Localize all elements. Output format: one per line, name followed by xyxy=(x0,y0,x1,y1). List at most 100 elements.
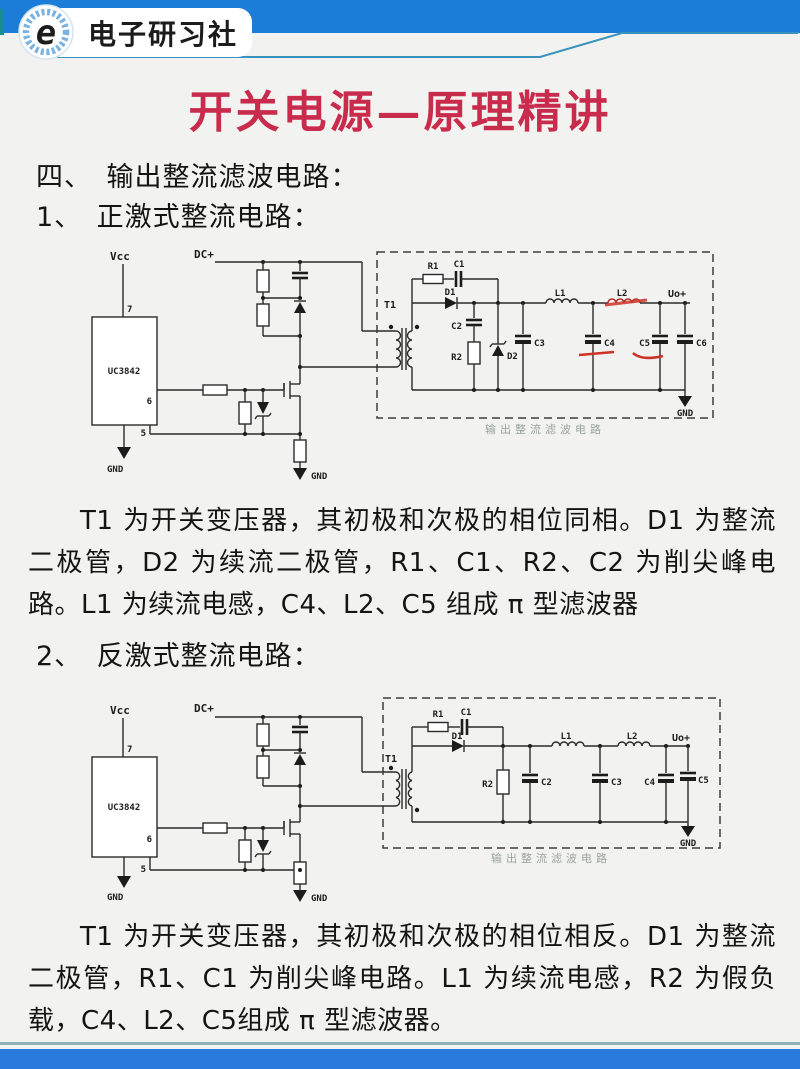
clamp-diode xyxy=(294,300,306,336)
mosfet-symbol xyxy=(283,819,300,837)
t1-label: T1 xyxy=(384,300,396,311)
transformer-symbol: T1 xyxy=(300,746,420,822)
uo-label: Uo+ xyxy=(668,289,686,300)
gate-pulldown-resistor xyxy=(238,839,252,863)
flyback-circuit-diagram: Vcc 7 UC3842 GND 6 5 xyxy=(91,697,721,904)
ground-symbol xyxy=(293,468,307,480)
l1-label: L1 xyxy=(555,289,566,299)
item2-heading: 2、 反激式整流电路： xyxy=(36,641,321,672)
freewheel-diode-d2 xyxy=(489,303,507,390)
phase-dot xyxy=(414,807,420,813)
phase-dot xyxy=(388,324,394,330)
sense-resistor xyxy=(293,861,307,885)
mosfet-symbol xyxy=(283,381,300,399)
r1-label: R1 xyxy=(428,262,439,272)
gate-pulldown-resistor xyxy=(238,401,252,425)
primary-power-stage-forward: DC+ xyxy=(194,248,396,482)
gate-resistor xyxy=(202,384,228,396)
r1-label: R1 xyxy=(433,710,444,720)
uo-label: Uo+ xyxy=(672,733,690,744)
c1-label: C1 xyxy=(461,708,472,718)
c1-label: C1 xyxy=(454,260,465,270)
chip-label: UC3842 xyxy=(108,803,141,813)
gnd-label: GND xyxy=(107,465,124,475)
snubber-resistor-2 xyxy=(256,755,270,779)
dummy-load-r2 xyxy=(496,769,510,795)
c4-label: C4 xyxy=(644,778,655,788)
c5-label: C5 xyxy=(639,339,650,349)
c3-label: C3 xyxy=(611,778,622,788)
pin7-label: 7 xyxy=(127,745,132,755)
gnd-label: GND xyxy=(311,472,328,482)
sense-resistor xyxy=(293,439,307,463)
primary-power-stage-flyback: DC+ xyxy=(194,702,396,904)
gnd-label: GND xyxy=(107,893,124,903)
pin6-label: 6 xyxy=(147,397,152,407)
snubber-r1 xyxy=(422,273,444,285)
c6-label: C6 xyxy=(696,339,707,349)
phase-dot xyxy=(388,765,394,771)
transformer-symbol: T1 xyxy=(300,300,420,390)
pin5-label: 5 xyxy=(141,429,146,439)
gnd-out-label: GND xyxy=(677,409,694,419)
gnd-label: GND xyxy=(311,894,328,904)
paragraph-flyback: T1 为开关变压器，其初极和次极的相位相反。D1 为整流二极管，R1、C1 为削… xyxy=(28,922,776,1036)
chip-label: UC3842 xyxy=(108,367,141,377)
d2-label: D2 xyxy=(507,352,518,362)
brand-logo-icon: e xyxy=(18,4,74,60)
l1-label: L1 xyxy=(561,732,572,742)
d1-label: D1 xyxy=(445,288,456,298)
footer-bar xyxy=(0,1049,800,1069)
c4-label: C4 xyxy=(604,339,615,349)
inductor-l1 xyxy=(551,741,585,747)
ground-symbol xyxy=(681,826,695,837)
gnd-out-label: GND xyxy=(680,839,697,849)
brand-pill xyxy=(46,8,252,57)
output-filter-box-forward: 输出整流滤波电路 T1 R1 C1 xyxy=(300,251,714,436)
t1-label: T1 xyxy=(385,754,397,765)
pin5-label: 5 xyxy=(141,865,146,875)
section-heading: 四、 输出整流滤波电路： xyxy=(36,162,359,193)
c5-label: C5 xyxy=(698,776,709,786)
rectifier-diode-d1 xyxy=(445,297,458,309)
dc-plus-label: DC+ xyxy=(194,702,214,715)
ground-symbol xyxy=(678,396,692,407)
c2-label: C2 xyxy=(541,778,552,788)
item1-heading: 1、 正激式整流电路： xyxy=(36,202,321,233)
l2-label: L2 xyxy=(617,289,628,299)
dc-plus-label: DC+ xyxy=(194,248,214,261)
vcc-label: Vcc xyxy=(110,704,130,717)
ground-symbol xyxy=(117,447,131,459)
pin7-label: 7 xyxy=(127,305,132,315)
red-annotation-l2 xyxy=(604,298,648,307)
gate-resistor xyxy=(202,822,228,834)
vcc-label: Vcc xyxy=(110,250,130,263)
pwm-controller-flyback: Vcc 7 UC3842 GND 6 5 xyxy=(91,704,300,903)
snubber-resistor-2 xyxy=(256,303,270,327)
red-annotation-c5 xyxy=(632,351,664,360)
header-banner: e 电子研习社 xyxy=(0,0,800,60)
forward-circuit-diagram: Vcc 7 UC3842 GND 6 5 xyxy=(91,248,714,482)
gate-zener-diode xyxy=(254,390,272,434)
inductor-l2 xyxy=(617,741,651,747)
output-filter-box-flyback: 输出整流滤波电路 T1 R1 C1 xyxy=(300,697,721,865)
d1-label: D1 xyxy=(452,732,463,742)
r2-label: R2 xyxy=(482,780,493,790)
snubber-resistor-1 xyxy=(256,269,270,293)
clamp-diode xyxy=(294,752,306,786)
diagram-caption: 输出整流滤波电路 xyxy=(491,851,611,865)
banner-edge-accent xyxy=(0,9,4,35)
snubber-r2 xyxy=(467,341,481,365)
c3-label: C3 xyxy=(534,339,545,349)
snubber-resistor-1 xyxy=(256,723,270,747)
pwm-controller-forward: Vcc 7 UC3842 GND 6 5 xyxy=(91,250,300,475)
pin6-label: 6 xyxy=(147,835,152,845)
diagram-caption: 输出整流滤波电路 xyxy=(485,422,605,436)
inductor-l1 xyxy=(545,298,579,304)
brand-name: 电子研习社 xyxy=(88,18,238,51)
r2-label: R2 xyxy=(451,353,462,363)
gate-zener-diode xyxy=(254,828,272,870)
phase-dot xyxy=(414,324,420,330)
ground-symbol xyxy=(293,890,307,902)
